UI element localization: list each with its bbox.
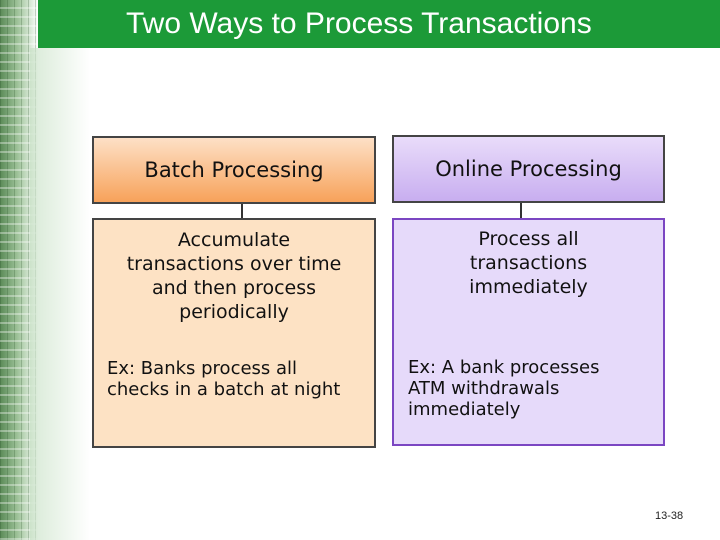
batch-description: Accumulate transactions over time and th… [94,228,374,324]
online-example: Ex: A bank processes ATM withdrawals imm… [408,357,599,420]
slide-title: Two Ways to Process Transactions [126,7,592,40]
batch-connector-line [241,204,243,218]
batch-description-line: periodically [179,301,289,323]
batch-processing-body: Accumulate transactions over time and th… [92,218,376,448]
online-connector-line [520,203,522,218]
online-processing-body: Process all transactions immediately Ex:… [392,218,665,446]
online-processing-header: Online Processing [392,135,665,203]
online-example-line: immediately [408,399,521,420]
batch-description-line: and then process [151,277,317,299]
online-description-line: immediately [469,276,588,298]
batch-description-line: Accumulate [177,229,291,251]
online-description: Process all transactions immediately [394,227,663,299]
page-number: 13-38 [655,510,684,522]
batch-example: Ex: Banks process all checks in a batch … [107,358,340,400]
online-example-line: ATM withdrawals [408,378,560,399]
batch-processing-header: Batch Processing [92,136,376,204]
title-bar [38,0,720,48]
decorative-fade [30,48,90,540]
batch-processing-heading: Batch Processing [144,158,324,182]
online-description-line: transactions [469,252,588,274]
online-example-line: Ex: A bank processes [408,357,600,378]
batch-description-line: transactions over time [126,253,342,275]
online-description-line: Process all [478,228,579,250]
batch-example-line: Ex: Banks process all [107,358,298,379]
online-processing-heading: Online Processing [435,157,622,181]
batch-example-line: checks in a batch at night [107,379,341,400]
